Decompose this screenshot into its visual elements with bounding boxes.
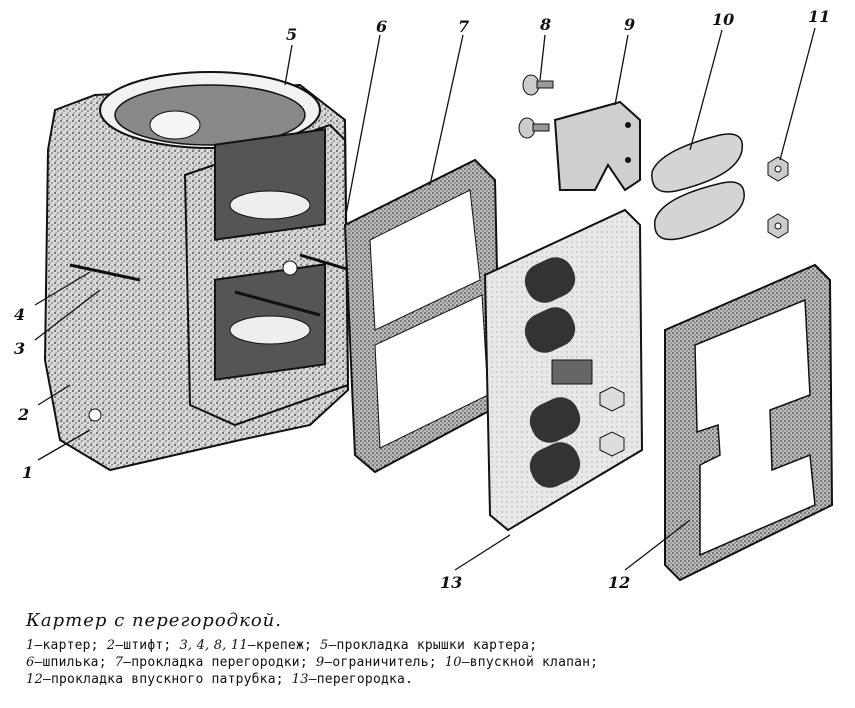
legend-num: 9 — [315, 655, 325, 670]
label-8: 8 — [539, 15, 551, 34]
label-3: 3 — [14, 339, 25, 358]
limiter-part — [553, 100, 641, 192]
legend-text: —ограничитель; — [324, 655, 437, 670]
legend-num: 3, 4, 8, 11 — [179, 638, 248, 653]
label-2: 2 — [17, 405, 29, 424]
legend-text: —штифт; — [115, 638, 172, 653]
label-4: 4 — [14, 305, 25, 324]
legend-num: 13 — [291, 672, 309, 687]
legend-num: 1 — [26, 638, 35, 653]
legend-text: —картер; — [34, 638, 99, 653]
label-12: 12 — [608, 573, 630, 592]
legend-text: —прокладка крышки картера; — [328, 638, 538, 653]
legend-num: 6 — [26, 655, 35, 670]
legend-row: 1—картер; 2—штифт; 3, 4, 8, 11—крепеж; 5… — [26, 638, 537, 653]
inlet-valve-part — [651, 133, 745, 241]
legend-num: 12 — [26, 672, 43, 687]
figure-caption: Картер с перегородкой. 1—картер; 2—штифт… — [26, 610, 846, 688]
label-6: 6 — [376, 17, 387, 36]
nut-part — [767, 156, 789, 239]
legend-text: —впускной клапан; — [461, 655, 599, 670]
legend-num: 2 — [106, 638, 116, 653]
legend-text: —перегородка. — [308, 672, 414, 687]
label-5: 5 — [286, 25, 297, 44]
legend-num: 5 — [320, 638, 329, 653]
legend-row: 12—прокладка впускного патрубка; 13—пере… — [26, 672, 413, 687]
caption-legend: 1—картер; 2—штифт; 3, 4, 8, 11—крепеж; 5… — [26, 637, 846, 688]
label-1: 1 — [22, 463, 33, 482]
legend-text: —прокладка впускного патрубка; — [42, 672, 284, 687]
crankcase-part — [43, 71, 350, 472]
legend-row: 6—шпилька; 7—прокладка перегородки; 9—ог… — [26, 655, 598, 670]
partition-gasket-part — [343, 158, 502, 474]
legend-text: —шпилька; — [34, 655, 107, 670]
legend-num: 10 — [444, 655, 462, 670]
legend-text: —крепеж; — [247, 638, 313, 653]
leader-lines — [34, 27, 816, 571]
label-9: 9 — [624, 15, 635, 34]
label-13: 13 — [440, 573, 462, 592]
exploded-view-drawing: 5 6 7 8 9 10 11 4 3 2 1 12 13 — [14, 7, 834, 592]
label-7: 7 — [458, 17, 469, 36]
partition-plate-part — [483, 208, 644, 532]
inlet-gasket-part — [664, 263, 834, 582]
label-11: 11 — [808, 7, 830, 26]
caption-title: Картер с перегородкой. — [26, 610, 282, 631]
legend-num: 7 — [114, 655, 124, 670]
legend-text: —прокладка перегородки; — [123, 655, 308, 670]
label-10: 10 — [712, 10, 734, 29]
bolt-part — [518, 74, 554, 139]
